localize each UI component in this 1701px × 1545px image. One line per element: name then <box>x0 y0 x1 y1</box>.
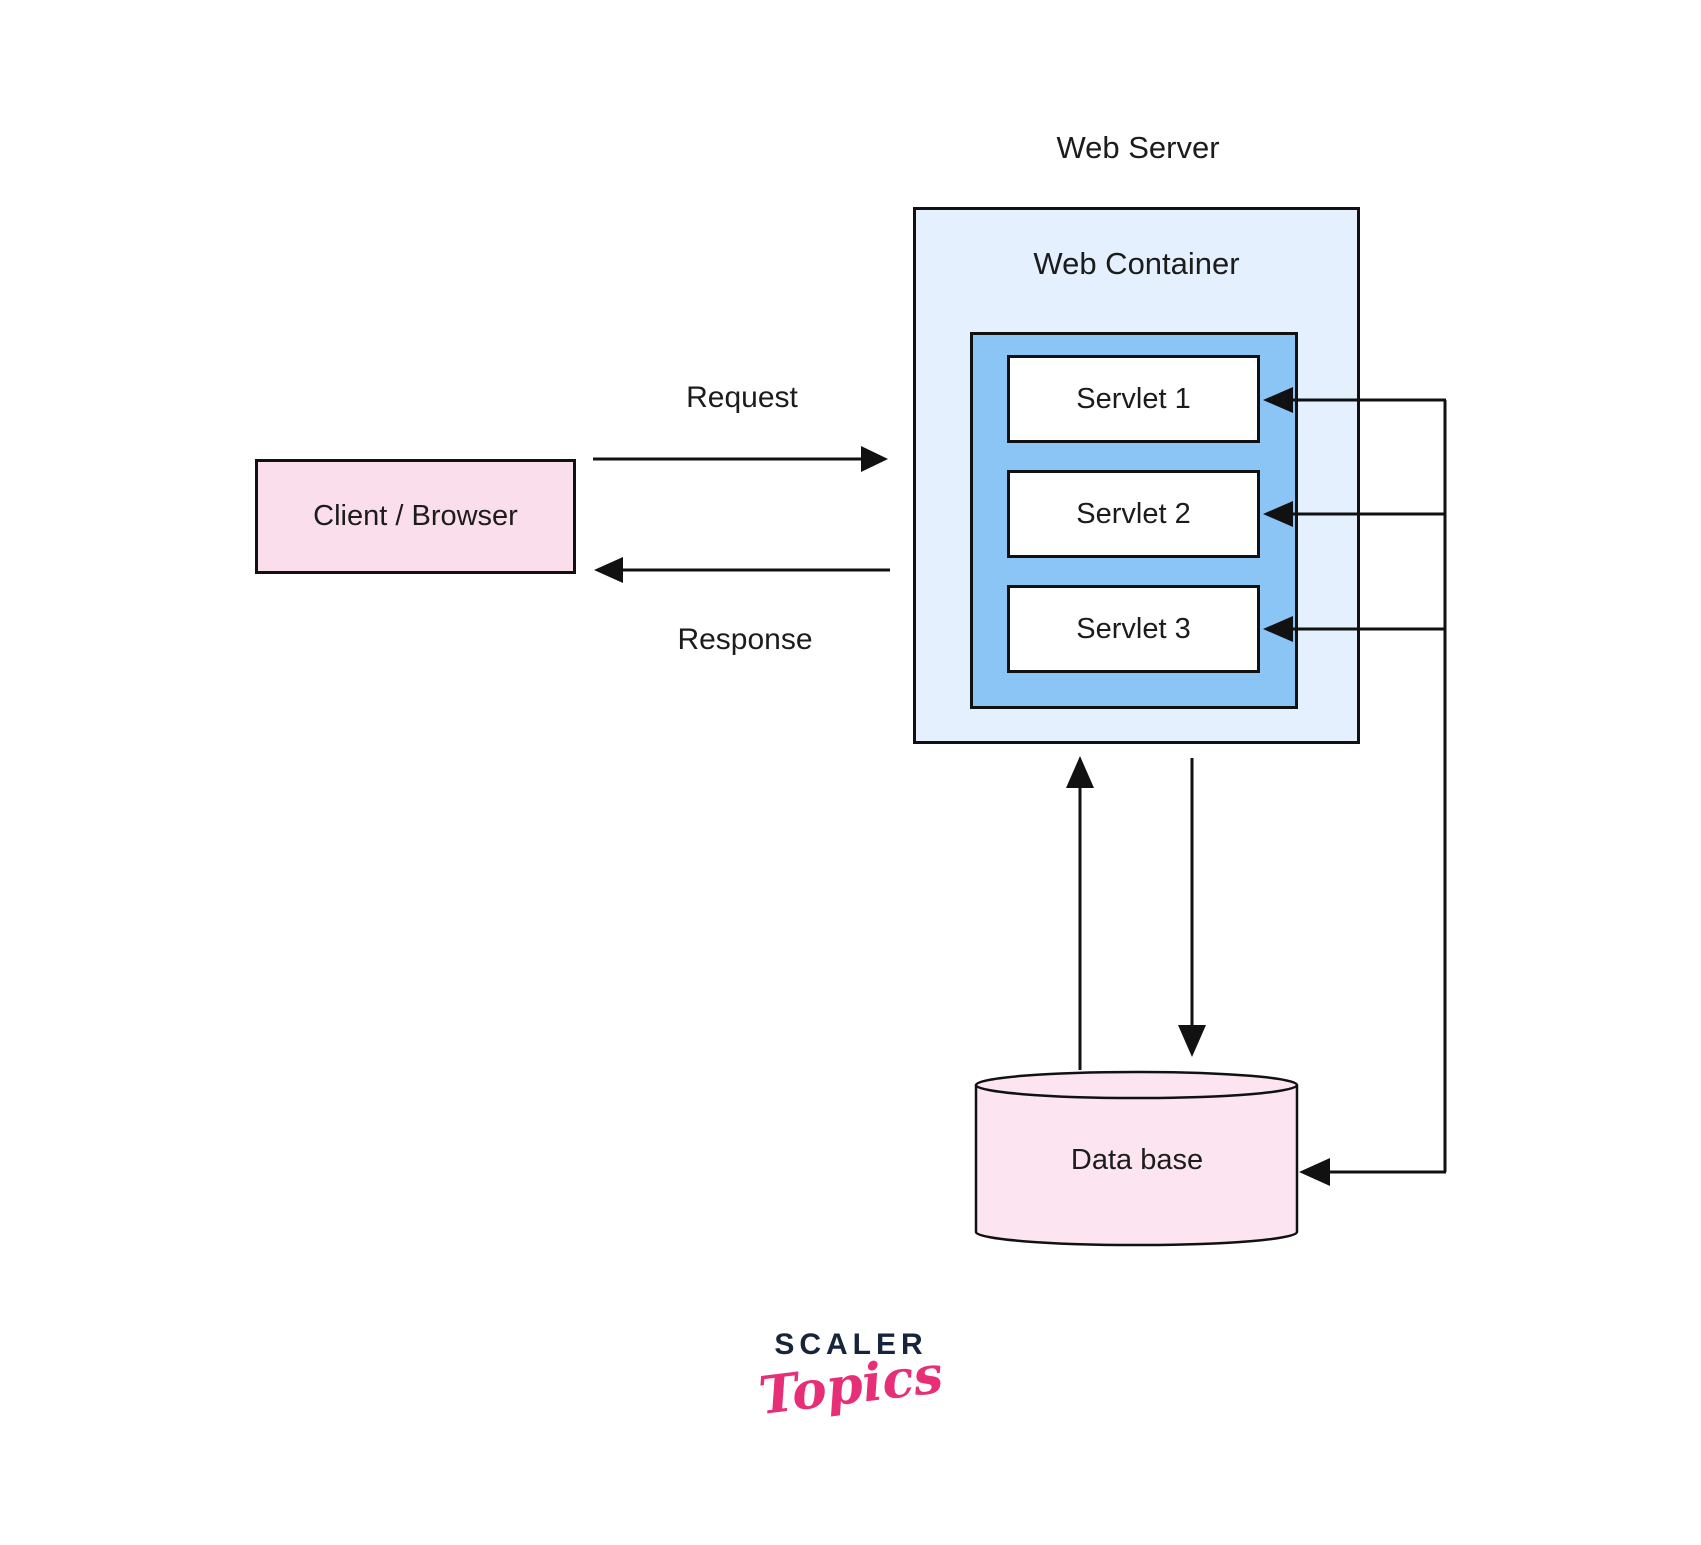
servlet-2-box: Servlet 2 <box>1007 470 1260 558</box>
servlet-3-box: Servlet 3 <box>1007 585 1260 673</box>
servlet-1-box: Servlet 1 <box>1007 355 1260 443</box>
client-browser-box: Client / Browser <box>255 459 576 574</box>
scaler-wordmark: SCALER <box>774 1328 928 1361</box>
response-label: Response <box>677 623 813 656</box>
request-label: Request <box>686 381 798 414</box>
response-arrow <box>594 557 890 583</box>
web-container-label: Web Container <box>1033 246 1240 281</box>
web-server-label: Web Server <box>1056 130 1220 165</box>
servlet-2-label: Servlet 2 <box>1076 497 1191 530</box>
request-arrow <box>593 446 888 472</box>
container-to-db-arrow <box>1178 758 1206 1057</box>
servlet-1-label: Servlet 1 <box>1076 382 1191 415</box>
client-browser-label: Client / Browser <box>313 500 518 532</box>
db-to-container-arrow <box>1066 756 1094 1070</box>
scaler-logo: SCALER Topics <box>701 1328 1001 1427</box>
database-label: Data base <box>1070 1144 1204 1176</box>
servlet-3-label: Servlet 3 <box>1076 612 1191 645</box>
